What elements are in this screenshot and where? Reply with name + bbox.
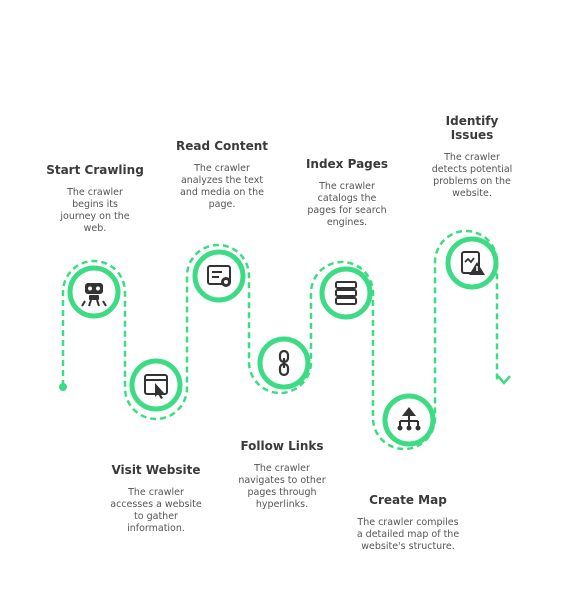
step-title: Create Map — [369, 493, 447, 507]
step-description: The crawler analyzes the text and media … — [180, 163, 264, 210]
step-description: The crawler accesses a website to gather… — [110, 487, 202, 534]
step-description: The crawler begins its journey on the we… — [60, 187, 130, 234]
step-node-follow-links — [257, 336, 311, 390]
sitemap-icon — [397, 407, 421, 431]
step-description: The crawler navigates to other pages thr… — [238, 463, 326, 510]
step-label-identify-issues: Identify Issues The crawler detects pote… — [426, 114, 518, 200]
step-title: Identify Issues — [445, 114, 499, 142]
step-title: Index Pages — [305, 157, 389, 171]
browser-click-icon — [144, 374, 168, 399]
content-reader-icon — [207, 265, 231, 287]
step-node-start-crawling — [67, 265, 121, 319]
flow-end-arrow — [497, 375, 511, 385]
step-label-read-content: Read Content The crawler analyzes the te… — [168, 139, 276, 211]
step-label-create-map: Create Map The crawler compiles a detail… — [349, 493, 467, 553]
database-icon — [335, 281, 357, 305]
step-description: The crawler compiles a detailed map of t… — [356, 517, 460, 552]
step-node-index-pages — [319, 266, 373, 320]
step-title: Start Crawling — [46, 163, 144, 177]
step-label-follow-links: Follow Links The crawler navigates to ot… — [228, 439, 336, 511]
step-label-visit-website: Visit Website The crawler accesses a web… — [102, 463, 210, 535]
step-label-start-crawling: Start Crawling The crawler begins its jo… — [40, 163, 150, 235]
step-title: Read Content — [176, 139, 268, 153]
robot-icon — [81, 283, 107, 307]
step-description: The crawler detects potential problems o… — [431, 152, 513, 199]
warning-document-icon — [461, 251, 485, 275]
chain-link-icon — [278, 349, 290, 377]
step-node-create-map — [382, 393, 436, 447]
step-title: Visit Website — [111, 463, 201, 477]
step-node-read-content — [192, 249, 246, 303]
step-title: Follow Links — [240, 439, 324, 453]
step-description: The crawler catalogs the pages for searc… — [307, 181, 387, 228]
step-node-visit-website — [129, 358, 183, 412]
step-node-identify-issues — [445, 236, 499, 290]
flow-start-dot — [59, 383, 67, 391]
step-label-index-pages: Index Pages The crawler catalogs the pag… — [293, 157, 401, 229]
